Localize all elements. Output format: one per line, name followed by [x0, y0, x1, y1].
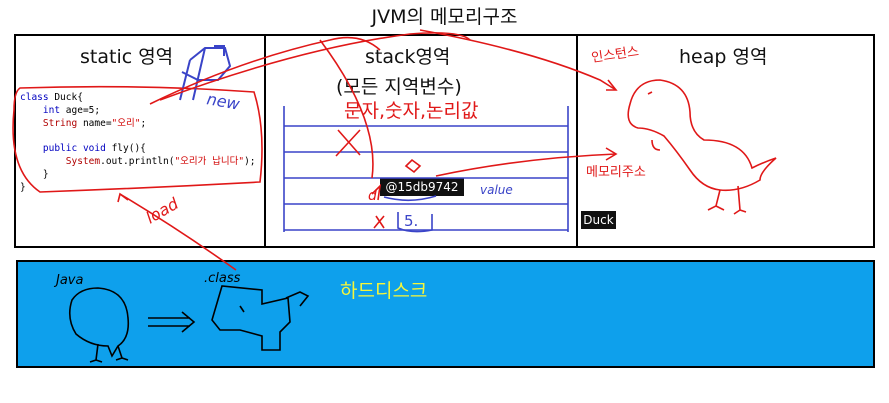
new-annotation	[179, 45, 232, 101]
code-keyword: class	[20, 92, 49, 103]
code-brace: }	[20, 181, 26, 193]
code-circle-stroke	[12, 85, 263, 193]
code-text: name=	[77, 117, 112, 129]
code-string: "오리가 납니다"	[174, 155, 245, 167]
harddisk-area	[16, 260, 875, 368]
memory-address-label: 메모리주소	[586, 165, 646, 180]
class-file-drawing	[211, 285, 310, 351]
code-keyword: public	[42, 143, 78, 155]
heap-object-label: Duck	[581, 211, 616, 229]
compile-arrow	[148, 311, 196, 333]
connector-arrows	[117, 29, 618, 271]
duck-class-code: class Duck{ int age=5; String name="오리";…	[20, 92, 256, 194]
stack-region-title: stack영역	[365, 46, 451, 68]
code-keyword: int	[42, 104, 61, 116]
code-text: fly(){	[105, 143, 146, 155]
static-region-title: static 영역	[80, 46, 174, 68]
reference-address-box: @15db9742	[380, 178, 464, 196]
duck-drawing	[627, 79, 777, 215]
stack-value-5: 5.	[404, 212, 418, 230]
value-label: value	[480, 183, 513, 197]
code-type: System	[65, 155, 101, 167]
instance-label: 인스턴스	[590, 44, 640, 66]
code-text: );	[244, 155, 256, 167]
new-label: new	[205, 89, 242, 114]
code-type: String	[42, 117, 78, 129]
stack-marks	[371, 158, 437, 233]
code-text: Duck{	[48, 92, 83, 103]
code-text: age=5;	[60, 104, 101, 116]
stack-value-types: 문자,숫자,논리값	[344, 100, 479, 122]
code-text: .out.println(	[100, 155, 175, 167]
code-brace: }	[42, 168, 49, 180]
stack-frame	[283, 106, 569, 232]
code-string: "오리"	[111, 117, 141, 129]
variable-d-label: d	[368, 188, 377, 204]
stack-region-subtitle: (모든 지역변수)	[336, 76, 462, 98]
class-label: .class	[204, 271, 241, 286]
load-label: load	[143, 193, 183, 227]
code-keyword: void	[82, 143, 106, 155]
code-text: ;	[140, 117, 147, 129]
java-file-drawing	[68, 287, 130, 363]
divider-static-stack	[264, 34, 266, 248]
heap-region-title: heap 영역	[679, 46, 768, 68]
harddisk-label: 하드디스크	[340, 280, 428, 302]
java-label: Java	[53, 273, 83, 288]
divider-stack-heap	[576, 34, 578, 248]
diagram-title: JVM의 메모리구조	[371, 6, 518, 28]
